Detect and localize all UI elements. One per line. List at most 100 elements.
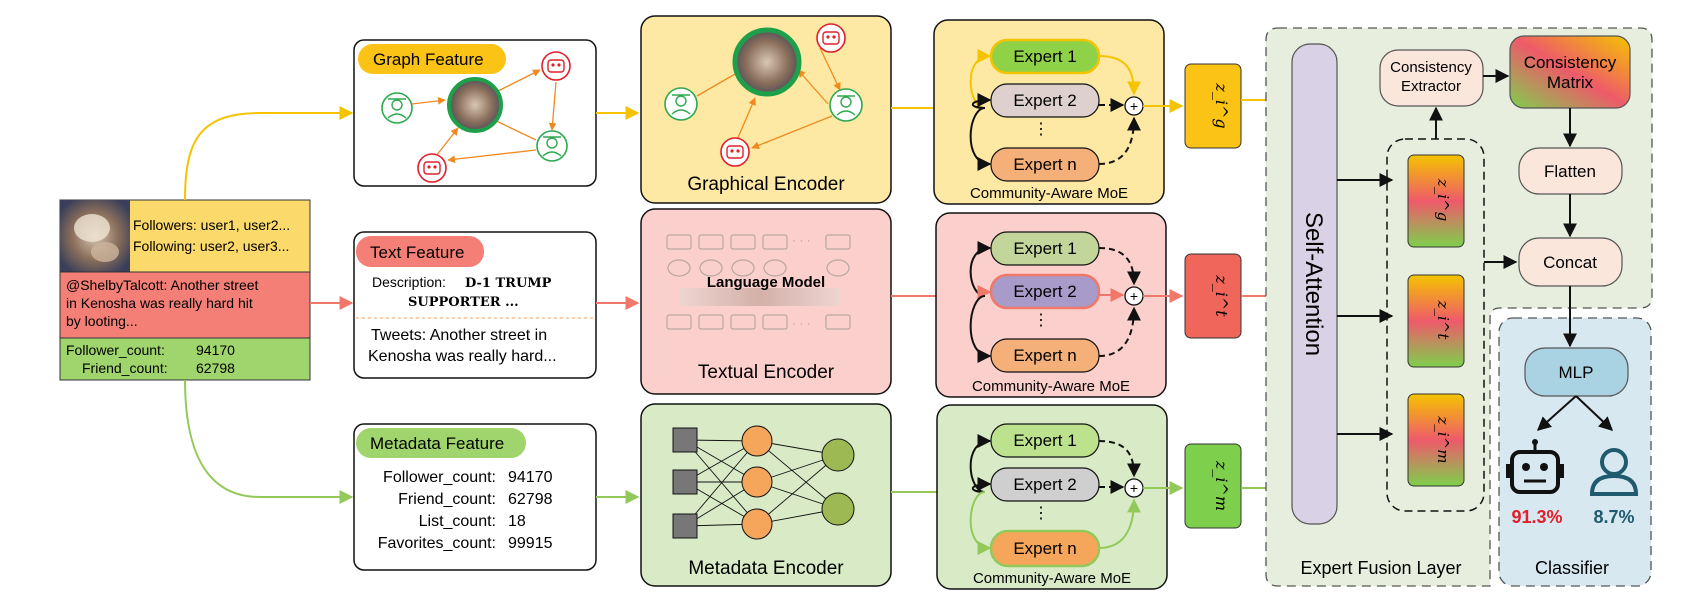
svg-text:· · ·: · · · xyxy=(792,316,811,330)
z-graph-vector: z_i^g xyxy=(1184,63,1242,149)
community-aware-moe-text: Expert 1 Expert 2 ⋮ Expert n + Community… xyxy=(935,212,1167,398)
consistency-matrix-label-1: Consistency xyxy=(1524,53,1617,72)
expert-ellipsis: ⋮ xyxy=(1033,121,1049,138)
classifier-region: MLP 91.3% 8.7% Classifier xyxy=(1498,286,1652,587)
consistency-extractor-box xyxy=(1379,49,1484,107)
profile-friend-count-value: 62798 xyxy=(196,360,235,376)
user-profile-card: Followers: user1, user2... Following: us… xyxy=(59,199,311,381)
text-feature-box: Text Feature Description: D-1 TRUMP SUPP… xyxy=(353,231,597,379)
svg-text:+: + xyxy=(1130,288,1138,304)
expert-ellipsis: ⋮ xyxy=(1033,312,1049,329)
expert-1-label: Expert 1 xyxy=(1013,239,1076,258)
encoder-center-node-image xyxy=(732,27,802,97)
metadata-row-label: Favorites_count: xyxy=(378,535,496,552)
graph-branch-arrow xyxy=(184,106,354,201)
text-feature-tweets-line1: Tweets: Another street in xyxy=(371,327,547,344)
expert-2-label: Expert 2 xyxy=(1013,475,1076,494)
text-feature-title: Text Feature xyxy=(370,243,465,262)
profile-tweet-line2: in Kenosha was really hard hit xyxy=(66,295,253,311)
classifier-label: Classifier xyxy=(1535,558,1609,578)
expert-1-label: Expert 1 xyxy=(1013,431,1076,450)
profile-tweet-line3: by looting... xyxy=(66,313,138,329)
profile-followers: Followers: user1, user2... xyxy=(133,217,290,233)
mlp-label: MLP xyxy=(1559,363,1594,382)
consistency-matrix-label-2: Matrix xyxy=(1547,73,1594,92)
metadata-encoder-box: Metadata Encoder xyxy=(640,403,892,587)
z-text-label: z_i^t xyxy=(1212,274,1231,317)
metadata-row-label: Follower_count: xyxy=(383,469,496,486)
community-aware-moe-metadata: Expert 1 Expert 2 ⋮ Expert n + Community… xyxy=(936,404,1168,590)
fused-z-graph-label: z_i^g xyxy=(1434,178,1452,221)
expert-2-box xyxy=(989,273,1101,310)
expert-n-label: Expert n xyxy=(1013,155,1076,174)
bot-probability: 91.3% xyxy=(1511,507,1562,527)
fused-z-meta-label: z_i^m xyxy=(1434,416,1452,464)
moe-label: Community-Aware MoE xyxy=(970,185,1128,202)
text-feature-description-value2: SUPPORTER ... xyxy=(408,295,519,310)
profile-tweet-line1: @ShelbyTalcott: Another street xyxy=(66,277,259,293)
metadata-row-label: List_count: xyxy=(419,513,496,530)
z-metadata-label: z_i^m xyxy=(1212,460,1231,511)
expert-n-label: Expert n xyxy=(1013,346,1076,365)
profile-friend-count-label: Friend_count: xyxy=(82,360,168,376)
graphical-encoder-label: Graphical Encoder xyxy=(687,174,845,195)
bot-icon xyxy=(1506,439,1564,494)
metadata-row-value: 62798 xyxy=(508,491,553,508)
z-text-vector: z_i^t xyxy=(1184,253,1242,339)
flatten-label: Flatten xyxy=(1544,162,1596,181)
metadata-feature-title: Metadata Feature xyxy=(370,434,504,453)
profile-following: Following: user2, user3... xyxy=(133,238,289,254)
expert-fusion-layer: Self-Attention z_i^g z_i^t z_i^m Consist… xyxy=(1265,27,1653,587)
bot-user-icon xyxy=(541,51,571,81)
human-user-icon xyxy=(381,92,413,124)
graph-center-node-image xyxy=(447,77,503,133)
human-user-icon xyxy=(536,130,568,162)
graph-feature-box: Graph Feature xyxy=(353,39,597,187)
graphical-encoder-box: Graphical Encoder xyxy=(640,15,892,204)
expert-n-label: Expert n xyxy=(1013,539,1076,558)
profile-follower-count-value: 94170 xyxy=(196,342,235,358)
text-feature-description-value1: D-1 TRUMP xyxy=(465,276,552,291)
moe-label: Community-Aware MoE xyxy=(972,378,1130,395)
expert-ellipsis: ⋮ xyxy=(1033,505,1049,522)
expert-1-label: Expert 1 xyxy=(1013,47,1076,66)
svg-text:+: + xyxy=(1130,98,1138,114)
self-attention-block xyxy=(1291,43,1338,525)
language-model-label: Language Model xyxy=(707,274,825,291)
bot-user-icon xyxy=(720,137,750,167)
concat-label: Concat xyxy=(1543,253,1597,272)
svg-text:· · ·: · · · xyxy=(792,233,811,247)
community-aware-moe-graph: Expert 1 Expert 2 ⋮ Expert n + Community… xyxy=(933,19,1165,205)
z-metadata-vector: z_i^m xyxy=(1184,443,1242,529)
metadata-branch-arrow xyxy=(184,379,354,504)
expert-fusion-layer-label: Expert Fusion Layer xyxy=(1300,558,1461,578)
profile-follower-count-label: Follower_count: xyxy=(66,342,165,358)
consistency-matrix-box xyxy=(1509,35,1631,109)
textual-encoder-label: Textual Encoder xyxy=(698,362,835,383)
metadata-row-value: 94170 xyxy=(508,469,553,486)
self-attention-label: Self-Attention xyxy=(1300,212,1327,356)
expert-2-label: Expert 2 xyxy=(1013,91,1076,110)
text-feature-tweets-line2: Kenosha was really hard... xyxy=(368,348,557,365)
metadata-row-label: Friend_count: xyxy=(398,491,496,508)
z-graph-label: z_i^g xyxy=(1212,82,1231,128)
human-probability: 8.7% xyxy=(1593,507,1634,527)
metadata-feature-box: Metadata Feature Follower_count: 94170 F… xyxy=(353,423,597,571)
svg-text:+: + xyxy=(1130,480,1138,496)
graph-feature-title: Graph Feature xyxy=(373,50,484,69)
bot-user-icon xyxy=(417,153,447,183)
moe-label: Community-Aware MoE xyxy=(973,570,1131,587)
fused-z-text-label: z_i^t xyxy=(1434,300,1452,341)
human-user-icon xyxy=(829,88,863,122)
human-icon xyxy=(1589,448,1639,496)
human-user-icon xyxy=(664,87,698,121)
consistency-extractor-label-2: Extractor xyxy=(1401,78,1461,95)
bot-user-icon xyxy=(816,23,846,53)
expert-2-box xyxy=(990,467,1100,502)
metadata-encoder-label: Metadata Encoder xyxy=(688,558,844,579)
text-feature-description-label: Description: xyxy=(372,274,446,290)
metadata-row-value: 18 xyxy=(508,513,526,530)
expert-2-box xyxy=(990,83,1100,118)
expert-2-label: Expert 2 xyxy=(1013,282,1076,301)
